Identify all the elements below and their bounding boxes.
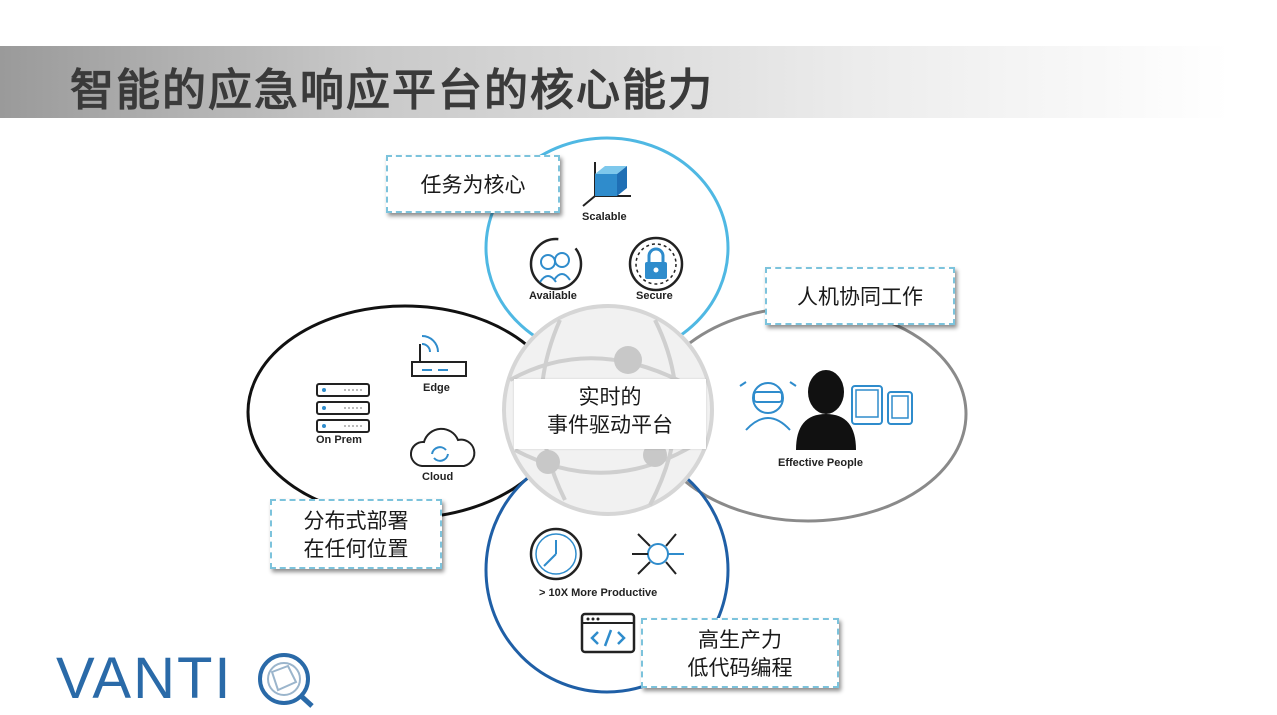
edge-router-icon (411, 335, 467, 377)
title-bar: 智能的应急响应平台的核心能力 (0, 46, 1230, 118)
callout-distributed-line2: 在任何位置 (303, 537, 409, 561)
tablet-icon (851, 385, 883, 425)
center-platform-box: 实时的 事件驱动平台 (514, 379, 706, 449)
on-prem-label: On Prem (316, 434, 362, 446)
phone-icon (887, 391, 913, 425)
on-prem-server-icon (316, 383, 370, 433)
clock-icon (529, 527, 583, 581)
logo-globe-icon (258, 653, 314, 708)
available-icon (529, 237, 583, 291)
vr-person-icon (739, 381, 797, 431)
brand-logo-text: VANTI (56, 646, 233, 711)
edge-label: Edge (423, 382, 450, 394)
callout-productivity: 高生产力 低代码编程 (641, 618, 839, 688)
secure-label: Secure (636, 290, 673, 302)
callout-human-machine-text: 人机协同工作 (797, 285, 923, 309)
callout-productivity-line1: 高生产力 (698, 628, 782, 652)
callout-distributed: 分布式部署 在任何位置 (270, 499, 442, 569)
scalable-label: Scalable (582, 211, 627, 223)
callout-mission-centric: 任务为核心 (386, 155, 560, 213)
callout-productivity-line2: 低代码编程 (687, 656, 793, 680)
person-silhouette-icon (796, 370, 856, 450)
center-line1: 实时的 (578, 385, 642, 409)
callout-mission-centric-text: 任务为核心 (420, 173, 526, 197)
brand-logo: VANTI (56, 648, 233, 710)
cloud-icon (410, 427, 476, 467)
effective-people-label: Effective People (778, 457, 863, 469)
available-label: Available (529, 290, 577, 302)
secure-lock-icon (628, 236, 684, 292)
code-window-icon (580, 612, 636, 654)
center-line2: 事件驱动平台 (547, 413, 673, 437)
callout-distributed-line1: 分布式部署 (303, 509, 409, 533)
callout-human-machine: 人机协同工作 (765, 267, 955, 325)
productive-label: > 10X More Productive (539, 587, 658, 599)
scalable-cube-icon (582, 162, 631, 207)
page-title: 智能的应急响应平台的核心能力 (70, 65, 714, 116)
cloud-label: Cloud (422, 471, 454, 483)
productive-arrows-icon (632, 533, 684, 575)
